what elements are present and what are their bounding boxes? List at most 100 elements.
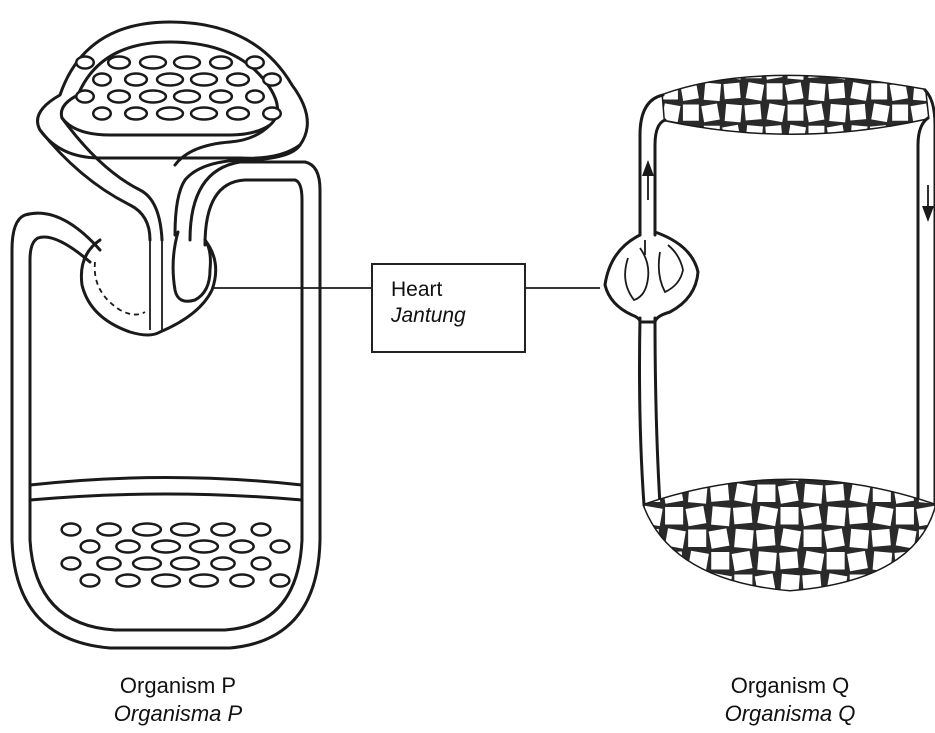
capillary-block [919,530,935,548]
organism-q-lower-capillary-bed [639,460,935,595]
capillary-space [171,558,199,570]
capillary-block [688,530,706,548]
capillary-space [263,74,281,86]
capillary-block [896,461,916,481]
organism-p-systemic-artery [190,162,320,540]
capillary-block [803,551,824,571]
capillary-space [108,91,130,103]
capillary-block [755,461,776,481]
capillary-block [744,104,761,121]
capillary-space [190,575,218,587]
capillary-block [665,528,686,548]
capillary-block [746,82,765,101]
capillary-space [191,74,217,86]
capillary-block [873,506,894,526]
capillary-block [918,461,935,479]
capillary-block [711,461,732,481]
capillary-block [722,125,741,144]
capillary-block [732,551,753,571]
capillary-space [152,575,180,587]
capillary-space [246,91,264,103]
capillary-block [801,506,822,526]
capillary-block [746,125,763,144]
capillary-space [246,57,264,69]
capillary-block [703,61,720,78]
capillary-space [227,108,249,120]
capillary-block [780,507,798,525]
capillary-space [157,74,183,86]
capillary-space [230,575,253,587]
capillary-block [686,506,707,526]
capillary-block [827,461,848,481]
capillary-block [723,83,740,100]
organism-p-caption: Organism P Organisma P [28,672,328,728]
capillary-block [780,461,800,481]
capillary-block [827,552,845,570]
capillary-space [62,558,81,570]
capillary-block [804,530,822,548]
heart-label-box: Heart Jantung [371,263,526,353]
capillary-block [767,83,783,99]
capillary-block [757,551,777,571]
capillary-block [806,104,825,123]
capillary-space [227,74,249,86]
capillary-block [870,573,891,593]
capillary-block [828,83,845,100]
capillary-space [76,91,94,103]
organism-q-label-ms: Organisma Q [640,700,935,728]
capillary-block [764,61,783,80]
capillary-space [93,74,111,86]
capillary-block [871,529,890,547]
capillary-block [829,104,846,123]
capillary-space [210,91,232,103]
capillary-space [263,108,281,120]
capillary-space [97,524,120,536]
capillary-block [711,552,729,570]
capillary-block [757,485,775,503]
capillary-space [62,524,81,536]
capillary-block [847,551,868,571]
capillary-block [850,62,866,78]
capillary-block [733,506,752,524]
capillary-space [81,541,100,553]
capillary-block [850,462,868,480]
capillary-block [755,573,776,593]
capillary-block [850,529,870,549]
capillary-space [210,57,232,69]
capillary-block [893,483,914,503]
organism-q-vessel-loop [640,90,935,505]
capillary-block [892,125,911,144]
capillary-block [787,61,804,80]
organism-p-systemic-vein [12,213,100,540]
capillary-block [896,574,916,594]
capillary-block [871,83,887,99]
capillary-block [826,506,846,526]
capillary-block [918,574,935,592]
capillary-space [230,541,253,553]
capillary-block [725,61,744,80]
capillary-block [896,507,914,525]
capillary-block [850,82,869,101]
capillary-block [871,103,890,122]
organism-p-heart [81,232,215,335]
capillary-space [252,524,271,536]
capillary-space [116,541,139,553]
capillary-space [108,57,130,69]
capillary-block [848,506,867,524]
capillary-space [157,108,183,120]
capillary-block [688,484,708,504]
capillary-block [919,551,935,571]
capillary-block [665,461,685,481]
capillary-block [661,125,678,142]
organism-p-label-ms: Organisma P [28,700,328,728]
capillary-space [174,91,200,103]
organism-p-system [12,22,320,648]
capillary-space [174,57,200,69]
heart-label-ms: Jantung [391,303,524,329]
capillary-block [639,573,660,593]
capillary-space [211,558,234,570]
capillary-block [912,61,929,78]
capillary-block [808,83,825,102]
capillary-block [779,551,798,569]
capillary-block [757,506,778,526]
